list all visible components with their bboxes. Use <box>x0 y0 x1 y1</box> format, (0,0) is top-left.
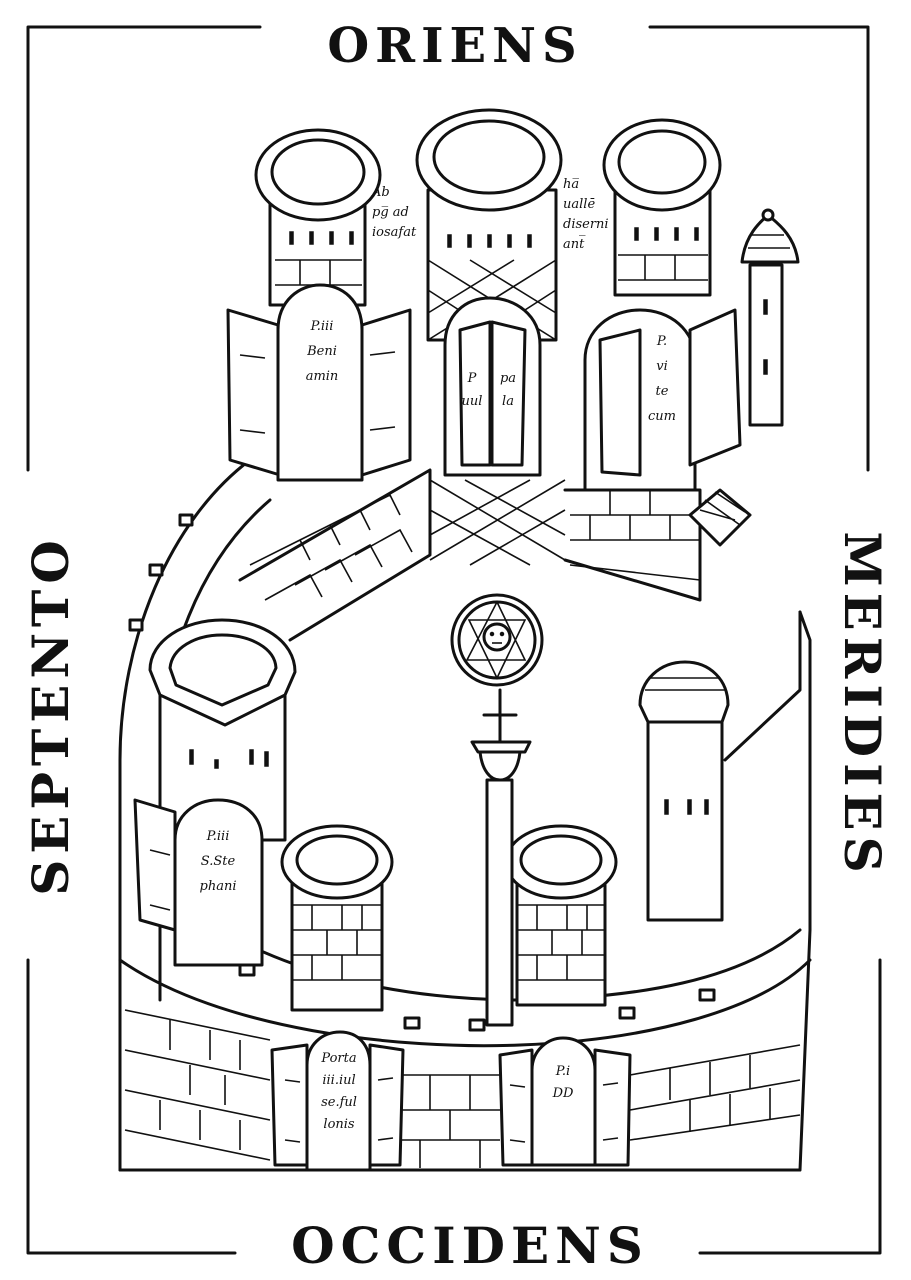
label-septento: SEPTENTO <box>21 534 80 896</box>
svg-text:uul: uul <box>462 394 483 409</box>
svg-text:P: P <box>467 371 477 386</box>
svg-text:P.: P. <box>656 334 667 349</box>
annotation-iosafat: Ab pg̅ ad iosafat <box>371 185 417 240</box>
tower-inner-right <box>504 824 618 1007</box>
svg-text:iosafat: iosafat <box>372 225 417 240</box>
gate-stephen: P.iii S.Ste phani <box>133 798 264 967</box>
tower-inner-left <box>280 824 394 1012</box>
svg-text:Porta: Porta <box>320 1051 356 1066</box>
svg-text:pg̅ ad: pg̅ ad <box>372 205 409 220</box>
svg-text:P.iii: P.iii <box>310 319 334 334</box>
svg-text:lonis: lonis <box>323 1117 355 1132</box>
annotation-valle: ha̅ uallē diserni ant̅ <box>563 177 609 252</box>
christ-medallion-icon <box>450 593 544 687</box>
svg-text:phani: phani <box>200 879 237 894</box>
gate-david: P.i DD <box>498 1036 632 1167</box>
svg-text:te: te <box>656 384 669 399</box>
gate-benjamin: P.iii Beni amin <box>226 283 412 482</box>
svg-text:P.i: P.i <box>555 1064 570 1079</box>
svg-text:amin: amin <box>306 369 339 384</box>
svg-text:uallē: uallē <box>563 197 595 212</box>
central-column <box>470 688 532 1027</box>
svg-text:diserni: diserni <box>563 217 609 232</box>
tower-east-right <box>602 118 722 297</box>
label-occidens: OCCIDENS <box>291 1216 649 1275</box>
svg-text:vi: vi <box>656 359 668 374</box>
svg-text:S.Ste: S.Ste <box>201 854 236 869</box>
frame-border <box>26 25 882 1255</box>
gate-fullonis: Porta iii.iul se.ful lonis <box>270 1030 405 1172</box>
svg-text:ha̅: ha̅ <box>563 177 579 192</box>
tower-south-west-dome <box>638 660 730 922</box>
tower-north-west <box>148 618 297 842</box>
label-meridies: MERIDIES <box>833 531 892 878</box>
svg-text:pa: pa <box>500 371 516 386</box>
gate-vitecum: P. vi te cum <box>583 308 742 492</box>
svg-text:Ab: Ab <box>371 185 390 200</box>
svg-text:iii.iul: iii.iul <box>322 1073 355 1088</box>
inner-wall-roofs <box>238 468 752 642</box>
svg-text:la: la <box>502 394 514 409</box>
svg-text:ant̅: ant̅ <box>563 235 585 252</box>
tower-spire-right <box>740 208 800 427</box>
svg-text:DD: DD <box>552 1086 574 1101</box>
svg-text:cum: cum <box>648 409 676 424</box>
svg-text:Beni: Beni <box>306 344 337 359</box>
tower-east-center <box>415 108 563 342</box>
svg-text:se.ful: se.ful <box>321 1095 357 1110</box>
label-oriens: ORIENS <box>327 18 582 74</box>
tower-east-left <box>254 128 382 307</box>
gate-paul: P uul pa la <box>443 296 542 477</box>
svg-text:P.iii: P.iii <box>206 829 230 844</box>
